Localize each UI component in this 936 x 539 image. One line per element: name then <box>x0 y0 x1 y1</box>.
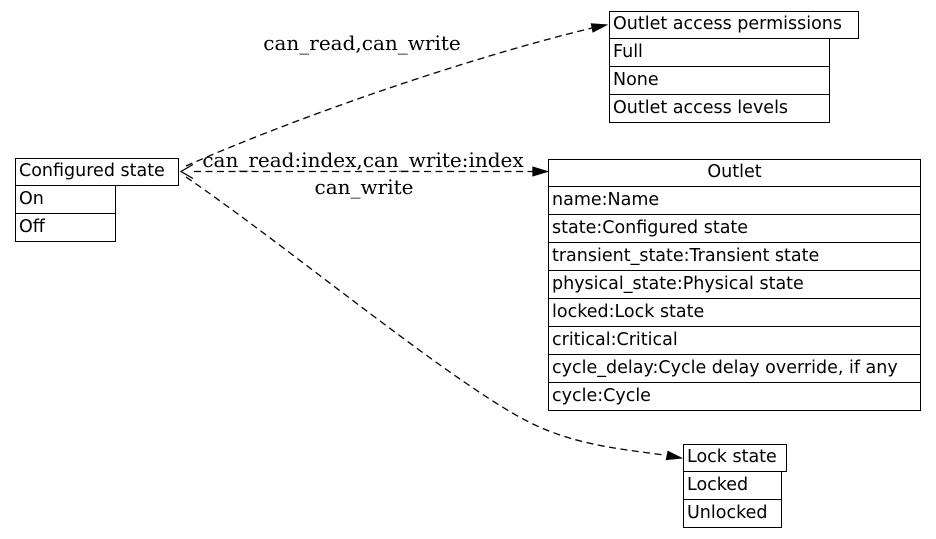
node-configured-state: Configured state On Off <box>15 158 179 242</box>
node-outlet: Outlet name:Name state:Configured state … <box>548 159 921 411</box>
node-outlet-access-permissions-value: Outlet access levels <box>609 93 830 123</box>
edge-label-can-read-index-can-write-index: can_read:index,can_write:index <box>202 148 524 172</box>
node-lock-state-title: Lock state <box>683 444 787 472</box>
node-outlet-access-permissions-value: Full <box>609 37 830 67</box>
arrowhead-lock-state <box>665 450 684 461</box>
node-lock-state-value: Locked <box>683 470 782 500</box>
node-lock-state: Lock state Locked Unlocked <box>683 444 787 528</box>
node-outlet-field: name:Name <box>548 185 921 215</box>
node-outlet-field: transient_state:Transient state <box>548 241 921 271</box>
node-outlet-access-permissions-title: Outlet access permissions <box>609 11 859 39</box>
edge-to-lock-state <box>185 176 665 456</box>
arrowhead-outlet <box>532 166 550 177</box>
edge-to-permissions <box>185 27 593 167</box>
edge-label-can-write: can_write <box>314 175 414 199</box>
node-outlet-field: state:Configured state <box>548 213 921 243</box>
node-outlet-access-permissions: Outlet access permissions Full None Outl… <box>609 11 859 123</box>
node-outlet-field: critical:Critical <box>548 325 921 355</box>
node-outlet-field: cycle_delay:Cycle delay override, if any <box>548 353 921 383</box>
node-outlet-field: cycle:Cycle <box>548 381 921 411</box>
arrowhead-vee-configured-state <box>179 163 194 180</box>
node-outlet-access-permissions-value: None <box>609 65 830 95</box>
node-outlet-field: locked:Lock state <box>548 297 921 327</box>
node-configured-state-title: Configured state <box>15 158 179 186</box>
node-outlet-field: physical_state:Physical state <box>548 269 921 299</box>
node-configured-state-value: On <box>15 184 116 214</box>
node-outlet-title: Outlet <box>548 159 921 187</box>
arrowhead-permissions <box>590 23 609 33</box>
edge-label-can-read-can-write: can_read,can_write <box>263 31 461 55</box>
node-configured-state-value: Off <box>15 212 116 242</box>
node-lock-state-value: Unlocked <box>683 498 782 528</box>
